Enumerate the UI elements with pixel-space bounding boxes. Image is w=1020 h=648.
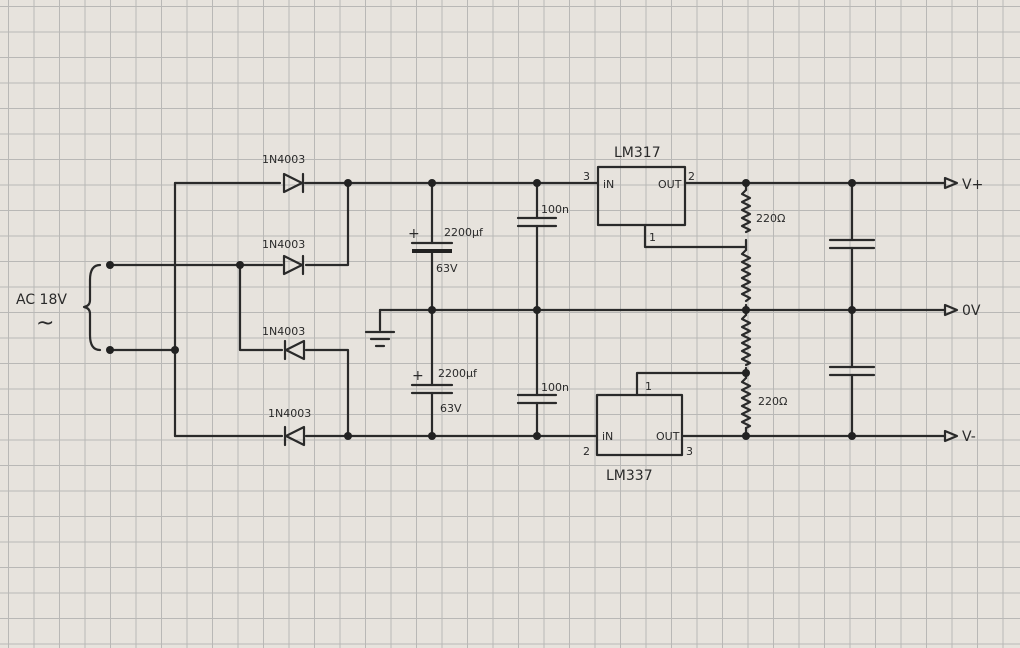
cap-decoupling-bottom-value: 100n — [541, 381, 569, 394]
resistor-r3 — [740, 313, 752, 367]
resistor-r2 — [740, 248, 752, 303]
diode-d1-label: 1N4003 — [262, 153, 305, 166]
lm317-pin-adj: 1 — [649, 231, 656, 244]
regulator-lm317: LM317 iN OUT 3 2 1 — [583, 145, 695, 244]
ac-input-label: AC 18V — [16, 292, 67, 308]
capacitor-bulk-top — [410, 241, 454, 253]
capacitor-output-top — [828, 238, 876, 250]
capacitor-decoupling-bottom — [516, 393, 558, 405]
output-vminus-label: V- — [962, 429, 976, 445]
resistor-bottom-label: 220Ω — [758, 395, 787, 408]
diode-d2 — [282, 254, 305, 276]
diode-d3 — [283, 339, 306, 361]
lm337-in: iN — [602, 430, 613, 443]
lm337-pin-adj: 1 — [645, 380, 652, 393]
diode-d3-label: 1N4003 — [262, 325, 305, 338]
lm337-name: LM337 — [606, 468, 653, 484]
junction-dots — [106, 179, 856, 440]
diode-d4-label: 1N4003 — [268, 407, 311, 420]
lm337-out: OUT — [656, 430, 680, 443]
lm317-out: OUT — [658, 178, 682, 191]
cap-top-polarity: + — [408, 226, 420, 242]
lm317-name: LM317 — [614, 145, 661, 161]
resistor-r4 — [740, 376, 752, 430]
output-vplus-label: V+ — [962, 177, 983, 193]
ac-symbol: ~ — [36, 311, 54, 336]
capacitor-output-bottom — [828, 365, 876, 377]
ground-icon — [364, 330, 396, 348]
lm337-pin-out: 3 — [686, 445, 693, 458]
resistor-r1 — [740, 188, 752, 234]
cap-bottom-value: 2200µf — [438, 367, 478, 380]
cap-top-value: 2200µf — [444, 226, 484, 239]
cap-top-voltage: 63V — [436, 262, 458, 275]
capacitor-decoupling-top — [516, 216, 558, 228]
regulator-lm337: LM337 iN OUT 2 3 1 — [583, 380, 693, 484]
lm317-pin-in: 3 — [583, 170, 590, 183]
lm337-pin-in: 2 — [583, 445, 590, 458]
cap-bottom-voltage: 63V — [440, 402, 462, 415]
diode-d4 — [283, 425, 306, 447]
output-arrows — [943, 176, 959, 443]
lm317-in: iN — [603, 178, 614, 191]
diode-d1 — [282, 172, 305, 194]
output-0v-label: 0V — [962, 303, 981, 319]
wires — [108, 181, 947, 438]
capacitor-bulk-bottom — [410, 383, 454, 395]
lm317-pin-out: 2 — [688, 170, 695, 183]
resistors — [740, 188, 752, 430]
diode-d2-label: 1N4003 — [262, 238, 305, 251]
resistor-top-label: 220Ω — [756, 212, 785, 225]
cap-bottom-polarity: + — [412, 368, 424, 384]
cap-decoupling-top-value: 100n — [541, 203, 569, 216]
input-brace — [82, 263, 102, 352]
